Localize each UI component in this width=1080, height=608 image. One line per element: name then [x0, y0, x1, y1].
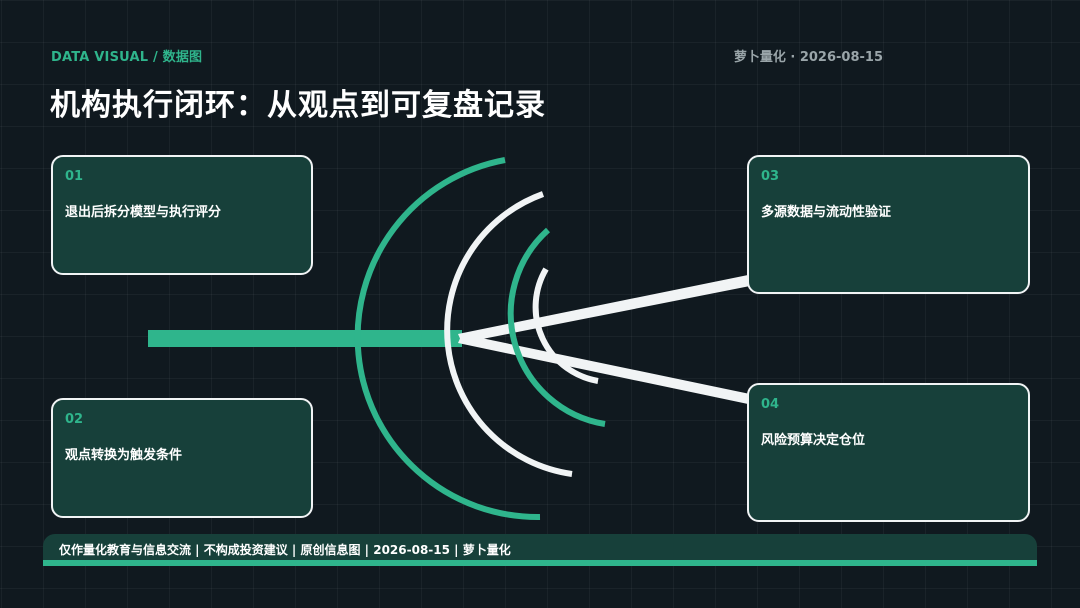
step-number: 03	[761, 169, 780, 184]
arc-third	[507, 227, 606, 427]
brand-date: 萝卜量化 · 2026-08-15	[733, 50, 883, 65]
step-label: 多源数据与流动性验证	[761, 205, 892, 220]
step-number: 04	[761, 397, 780, 412]
arc-outer	[354, 157, 541, 521]
arc-second	[444, 191, 573, 477]
step-number: 01	[65, 169, 84, 184]
step-card-03: 03 多源数据与流动性验证	[747, 155, 1030, 294]
connector-to-card-03	[458, 275, 750, 343]
footer-disclaimer: 仅作量化教育与信息交流 | 不构成投资建议 | 原创信息图 | 2026-08-…	[43, 534, 1037, 566]
step-number: 02	[65, 412, 84, 427]
connector-to-card-04	[458, 334, 750, 404]
footer-text: 仅作量化教育与信息交流 | 不构成投资建议 | 原创信息图 | 2026-08-…	[59, 543, 511, 557]
page-title: 机构执行闭环：从观点到可复盘记录	[50, 88, 546, 123]
step-card-04: 04 风险预算决定仓位	[747, 383, 1030, 522]
step-label: 观点转换为触发条件	[65, 448, 183, 463]
footer-accent-bar	[43, 560, 1037, 566]
step-label: 风险预算决定仓位	[761, 433, 866, 448]
input-bar	[148, 330, 462, 347]
arc-inner	[532, 267, 599, 384]
step-card-01: 01 退出后拆分模型与执行评分	[51, 155, 313, 275]
step-label: 退出后拆分模型与执行评分	[65, 205, 222, 220]
step-card-02: 02 观点转换为触发条件	[51, 398, 313, 518]
section-kicker: DATA VISUAL / 数据图	[51, 50, 203, 65]
